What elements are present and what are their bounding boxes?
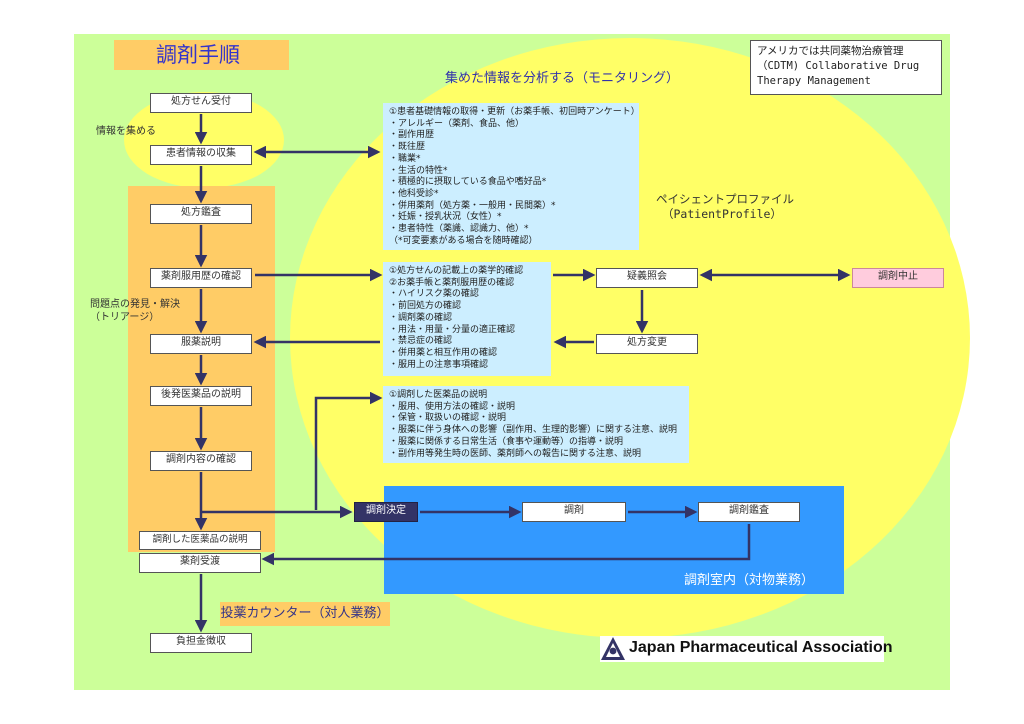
jpa-emblem-icon [601,637,625,660]
info-line: ・服用、使用方法の確認・説明 [389,401,516,412]
history-check-box: ①処方せんの記載上の薬学的確認 ②お薬手帳と薬剤服用歴の確認 ・ハイリスク薬の確… [383,262,551,376]
step-prescription-audit: 処方鑑査 [150,204,252,224]
info-line: ・用法・用量・分量の適正確認 [389,324,516,335]
step-dispensed-drug-explanation: 調剤した医薬品の説明 [139,531,261,550]
arrow-to-explanation-box [314,391,383,510]
note-line: （CDTM) Collaborative Drug [757,60,920,72]
info-line: ・副作用等発生時の医師、薬剤師への報告に関する注意、説明 [389,448,642,459]
prescription-change-box: 処方変更 [596,334,698,354]
info-line: ・服薬に関係する日常生活（食事や運動等）の指導・説明 [389,436,624,447]
patient-profile-title: ペイシェントプロファイル [656,192,794,206]
note-line: アメリカでは共同薬物治療管理 [757,45,904,57]
collect-label: 情報を集める [96,126,156,137]
step-copayment-collection: 負担金徴収 [150,633,252,653]
step-medication-guidance: 服薬説明 [150,334,252,354]
step-medication-history-check: 薬剤服用歴の確認 [150,268,252,288]
info-line: ・併用薬剤（処方薬・一般用・民間薬）* [389,200,556,211]
info-line: ・禁忌症の確認 [389,336,453,347]
note-line: Therapy Management [757,75,871,87]
info-line: ・患者特性（薬識、認識力、他）* [389,224,529,235]
info-line: （*可変要素がある場合を随時確認） [389,235,538,246]
dispensing-audit-box: 調剤鑑査 [698,502,800,522]
arrow-audit-to-handover [261,524,751,566]
triage-label-line: 問題点の発見・解決 [90,299,180,310]
info-line: ①調剤した医薬品の説明 [389,390,488,400]
page-title: 調剤手順 [114,40,289,70]
info-line: ・既往歴 [389,142,426,153]
dispensing-box: 調剤 [522,502,626,522]
dispensing-decision-box: 調剤決定 [354,502,418,522]
inquiry-box: 疑義照会 [596,268,698,288]
info-line: ・服用上の注意事項確認 [389,359,489,370]
triage-label: 問題点の発見・解決 （トリアージ） [90,298,180,324]
info-line: ・生活の特性* [389,165,448,176]
info-line: ・アレルギー（薬剤、食品、他） [389,118,525,129]
info-line: ・服薬に伴う身体への影響（副作用、生理的影響）に関する注意、説明 [389,425,678,436]
patient-info-box: ①患者基礎情報の取得・更新（お薬手帳、初回時アンケート） ・アレルギー（薬剤、食… [383,103,640,250]
drug-explanation-box: ①調剤した医薬品の説明 ・服用、使用方法の確認・説明 ・保管・取扱いの確認・説明… [383,386,689,463]
info-line: ①処方せんの記載上の薬学的確認 [389,266,524,276]
info-line: ・調剤薬の確認 [389,312,453,323]
monitoring-label: 集めた情報を分析する（モニタリング） [445,71,680,86]
jpa-logo-text: Japan Pharmaceutical Association [629,639,893,656]
jpa-logo: Japan Pharmaceutical Association [600,636,893,662]
info-line: ・保管・取扱いの確認・説明 [389,413,507,424]
info-line: ①患者基礎情報の取得・更新（お薬手帳、初回時アンケート） [389,107,640,117]
cdtm-note: アメリカでは共同薬物治療管理 （CDTM) Collaborative Drug… [750,40,942,95]
step-prescription-reception: 処方せん受付 [150,93,252,113]
step-patient-info-collection: 患者情報の収集 [150,145,252,165]
info-line: ・職業* [389,153,421,164]
info-line: ・積極的に摂取している食品や嗜好品* [389,177,547,188]
step-generic-explanation: 後発医薬品の説明 [150,386,252,406]
triage-label-line: （トリアージ） [90,312,160,323]
patient-profile-label: ペイシェントプロファイル （PatientProfile） [656,192,794,222]
info-line: ・ハイリスク薬の確認 [389,289,479,300]
room-label: 調剤室内（対物業務） [684,573,815,588]
info-line: ・副作用歴 [389,130,435,141]
patient-profile-sub: （PatientProfile） [662,207,782,221]
step-drug-handover: 薬剤受渡 [139,553,261,573]
dispensing-stop-box: 調剤中止 [852,268,944,288]
info-line: ・併用薬と相互作用の確認 [389,347,498,358]
info-line: ②お薬手帳と薬剤服用歴の確認 [389,277,515,288]
info-line: ・妊娠・授乳状況（女性）* [389,212,502,223]
info-line: ・他科受診* [389,188,439,199]
step-dispensing-content-check: 調剤内容の確認 [150,451,252,471]
info-line: ・前回処方の確認 [389,301,462,312]
counter-label: 投薬カウンター（対人業務） [220,602,390,626]
